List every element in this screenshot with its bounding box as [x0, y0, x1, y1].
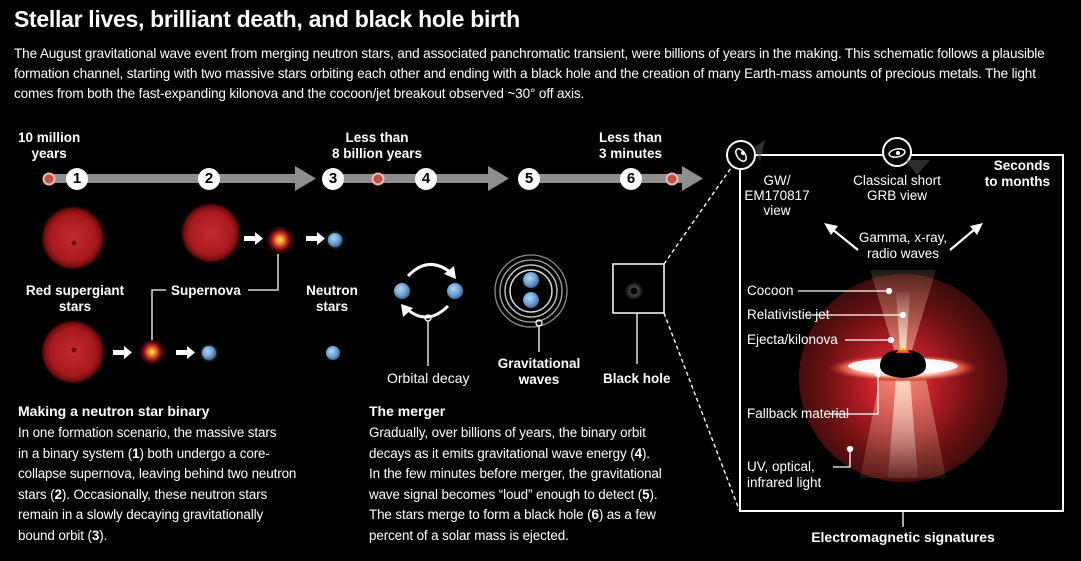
grb-view-label: Classical short GRB view: [840, 173, 954, 203]
black-hole: [630, 287, 638, 295]
neutron-star: [523, 292, 539, 308]
timeline-arrowhead-1: [295, 166, 316, 191]
step-badge-1: 1: [66, 168, 88, 190]
supernova-burst: [138, 338, 166, 366]
neutron-star: [202, 346, 216, 360]
cocoon-label: Cocoon: [747, 283, 794, 298]
label-line: stars: [58, 299, 92, 314]
neutron-star: [326, 346, 340, 360]
milestone-3-minutes: Less than 3 minutes: [599, 130, 662, 162]
milestone-line: 10 million: [18, 130, 81, 145]
milestone-line: 3 minutes: [599, 146, 663, 161]
label-line: Gravitational: [497, 356, 581, 371]
supernova-burst: [265, 225, 295, 255]
em-leader-lines: [798, 287, 907, 527]
neutron-star: [328, 233, 342, 247]
zoom-line: [663, 312, 741, 513]
binary-section-body: In one formation scenario, the massive s…: [18, 425, 297, 543]
label-line: view: [763, 203, 791, 218]
neutron-star: [447, 283, 463, 299]
gw-em-view-label: GW/ EM170817 view: [742, 173, 812, 218]
star-core: [71, 347, 77, 353]
star-core: [71, 240, 77, 246]
red-supergiant-star: [180, 202, 242, 264]
relativistic-jet: [896, 292, 910, 350]
timeline-arrowhead-2: [488, 166, 509, 191]
supernova-label: Supernova: [171, 283, 241, 298]
milestone-8-billion-years: Less than 8 billion years: [332, 130, 422, 162]
label-line: radio waves: [866, 246, 940, 261]
milestone-line: Less than: [345, 130, 409, 145]
milestone-line: 8 billion years: [332, 146, 423, 161]
relativistic-jet-label: Relativistic jet: [747, 307, 830, 322]
milestone-line: Seconds: [993, 158, 1050, 173]
neutron-star: [523, 272, 539, 288]
step-badge-6: 6: [620, 168, 642, 190]
fallback-material-label: Fallback material: [747, 406, 850, 421]
black-hole: [880, 350, 926, 378]
label-line: UV, optical,: [747, 459, 815, 474]
orbit-arrows: [406, 263, 451, 319]
black-hole-inset-box: [612, 263, 665, 314]
gravitational-waves-label: Gravitational waves: [484, 356, 594, 388]
step-badge-2: 2: [198, 168, 220, 190]
timeline-marker: [42, 172, 56, 186]
evolution-arrows: [113, 232, 325, 359]
em-signatures-caption: Electromagnetic signatures: [811, 529, 995, 545]
supernova-leader-lines: [151, 254, 279, 340]
black-hole-label: Black hole: [603, 371, 671, 386]
label-line: Neutron: [306, 283, 358, 298]
label-line: waves: [518, 372, 560, 387]
eye-icon: [726, 140, 756, 170]
timeline: [42, 166, 703, 191]
page-title: Stellar lives, brilliant death, and blac…: [14, 6, 520, 32]
milestone-line: Less than: [599, 130, 663, 145]
label-line: stars: [315, 299, 349, 314]
radiation-arrows: [824, 223, 983, 251]
timeline-bar-1: [52, 174, 297, 183]
timeline-bar-2: [330, 174, 490, 183]
binary-section-heading: Making a neutron star binary: [18, 403, 210, 419]
label-line: GRB view: [866, 188, 927, 203]
step-badge-4: 4: [415, 168, 437, 190]
label-line: GW/: [763, 173, 791, 188]
merger-section-heading: The merger: [369, 403, 446, 419]
step-badge-5: 5: [518, 168, 540, 190]
timeline-marker: [371, 172, 385, 186]
label-line: infrared light: [747, 475, 822, 490]
intro-paragraph: The August gravitational wave event from…: [14, 46, 1045, 101]
red-supergiant-star: [40, 205, 106, 271]
ejecta-kilonova-label: Ejecta/kilonova: [747, 332, 838, 347]
neutron-stars-label: Neutron stars: [302, 283, 362, 315]
radiation-label: Gamma, x-ray, radio waves: [846, 230, 960, 262]
label-line: Red supergiant: [25, 283, 125, 298]
merger-section-body: Gradually, over billions of years, the b…: [369, 425, 662, 543]
timeline-marker: [665, 172, 679, 186]
milestone-line: to months: [984, 174, 1050, 189]
orbital-decay-label: Orbital decay: [387, 370, 470, 386]
uv-optical-ir-label: UV, optical, infrared light: [747, 459, 821, 491]
red-supergiant-label: Red supergiant stars: [22, 283, 128, 315]
milestone-10-million-years: 10 million years: [18, 130, 80, 162]
zoom-line: [663, 154, 741, 265]
gravitational-wave-rings: [494, 254, 568, 328]
timeline-bar-3: [524, 174, 684, 183]
milestone-line: years: [31, 146, 67, 161]
label-line: Gamma, x-ray,: [858, 230, 948, 245]
label-line: EM170817: [744, 188, 810, 203]
milestone-seconds-to-months: Seconds to months: [976, 158, 1050, 190]
timeline-arrowhead-3: [682, 166, 703, 191]
eye-icon: [882, 137, 912, 167]
step-badge-3: 3: [322, 168, 344, 190]
label-line: Classical short: [853, 173, 941, 188]
neutron-star: [394, 283, 410, 299]
